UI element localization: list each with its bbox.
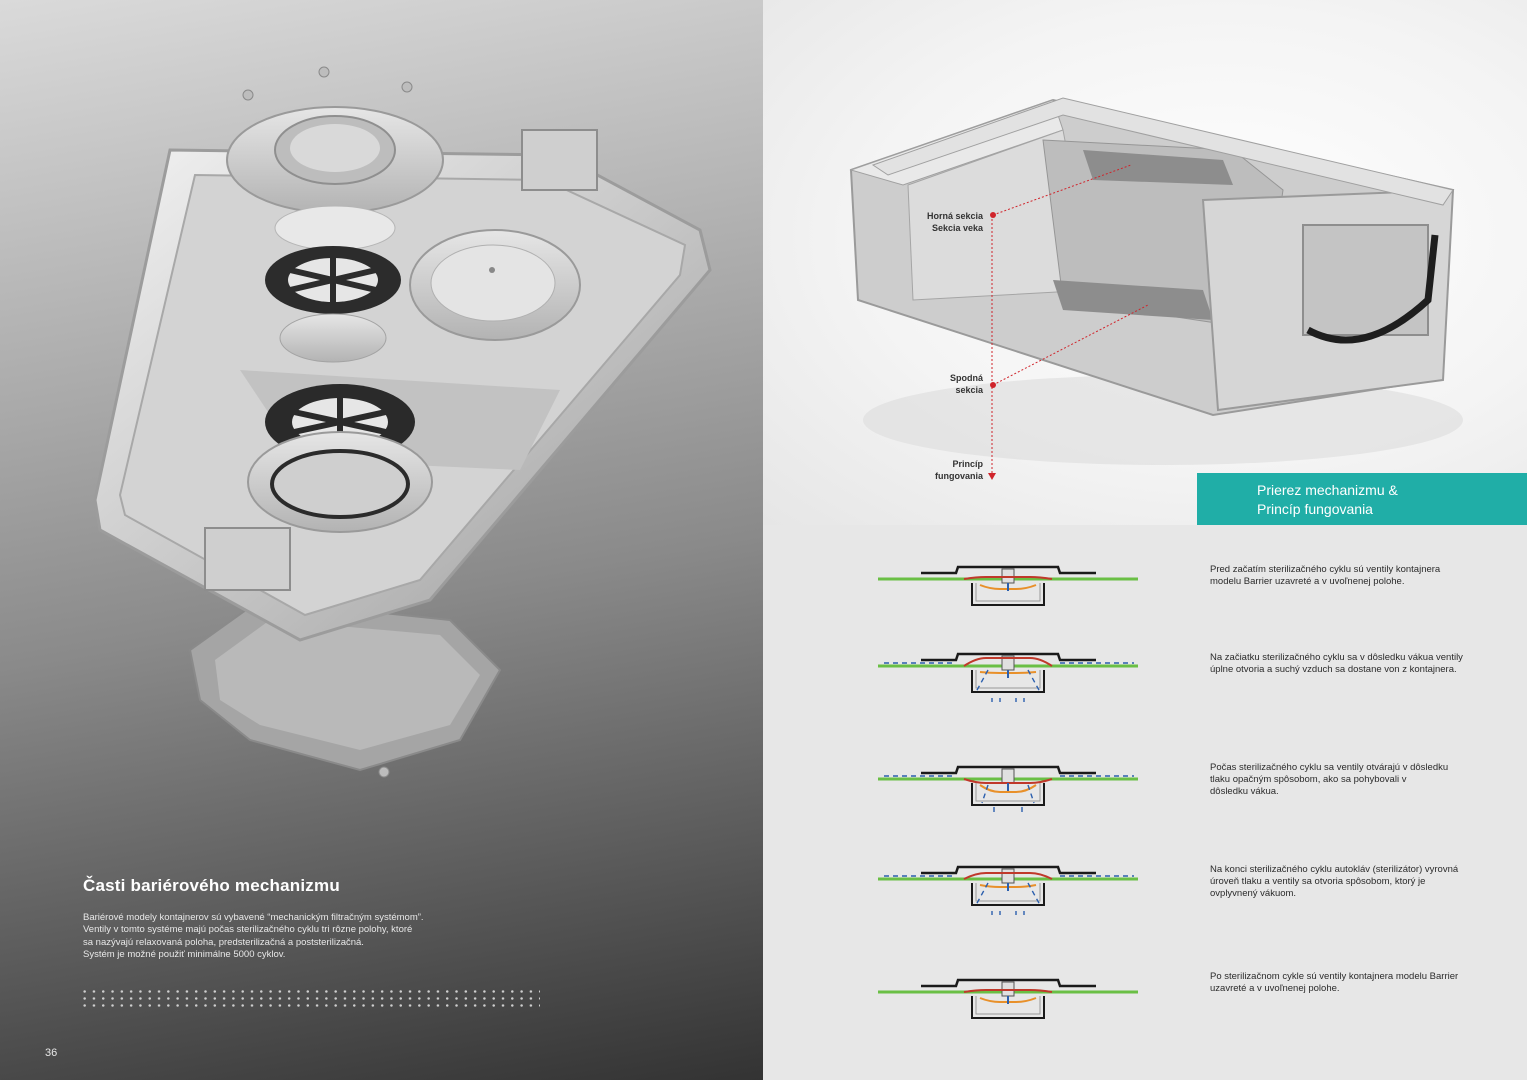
callout-text: Princíp [952, 459, 983, 469]
exploded-mechanism-illustration [93, 66, 712, 778]
left-page: Časti bariérového mechanizmu Bariérové m… [0, 0, 763, 1080]
callout-text: sekcia [955, 385, 983, 395]
step-line: Počas sterilizačného cyklu sa ventily ot… [1210, 762, 1449, 773]
step-line: Pred začatím sterilizačného cyklu sú ven… [1210, 564, 1441, 575]
step-line: Na začiatku sterilizačného cyklu sa v dô… [1210, 652, 1463, 663]
step-description: Na konci sterilizačného cyklu autokláv (… [1210, 864, 1458, 901]
callout-text: Spodná [950, 373, 983, 383]
container-cutaway-illustration [849, 97, 1463, 480]
body-line: Systém je možné použiť minimálne 5000 cy… [83, 949, 286, 961]
step-line: uzavreté a v uvoľnenej polohe. [1210, 983, 1340, 995]
step-line: úplne otvoria a suchý vzduch sa dostane … [1210, 664, 1457, 676]
callout-text: fungovania [934, 471, 983, 481]
step-line: dôsledku vákua. [1210, 786, 1279, 798]
valve-diagram-step-2 [878, 652, 1138, 702]
right-page-bottom [763, 525, 1527, 1080]
section-heading: Časti bariérového mechanizmu [83, 876, 340, 895]
step-description: Po sterilizačnom cykle sú ventily kontaj… [1210, 971, 1458, 995]
step-line: Po sterilizačnom cykle sú ventily kontaj… [1210, 971, 1459, 982]
step-line: ovplyvnený vákuom. [1210, 888, 1297, 900]
step-line: Na konci sterilizačného cyklu autokláv (… [1210, 864, 1459, 875]
callout-principle: Princíp fungovania [903, 458, 983, 482]
callout-text: Sekcia veka [931, 223, 983, 233]
body-line: Ventily v tomto systéme majú počas steri… [83, 924, 413, 936]
callout-text: Horná sekcia [926, 211, 983, 221]
valve-diagram-step-4 [878, 865, 1138, 915]
step-line: tlaku opačným spôsobom, ako sa pohyboval… [1210, 774, 1407, 786]
step-line: úroveň tlaku a ventily sa otvoria spôsob… [1210, 876, 1426, 888]
step-description: Pred začatím sterilizačného cyklu sú ven… [1210, 564, 1440, 588]
step-description: Počas sterilizačného cyklu sa ventily ot… [1210, 762, 1448, 799]
valve-diagram-step-1 [878, 565, 1138, 606]
decorative-dot-pattern [80, 988, 540, 1010]
page-number: 36 [45, 1047, 58, 1059]
body-line: Bariérové modely kontajnerov sú vybavené… [83, 912, 424, 923]
step-description: Na začiatku sterilizačného cyklu sa v dô… [1210, 652, 1463, 676]
section-body: Bariérové modely kontajnerov sú vybavené… [83, 912, 483, 962]
section-banner: Prierez mechanizmu & Princíp fungovania [1197, 473, 1527, 525]
valve-diagram-step-3 [878, 765, 1138, 813]
step-line: modelu Barrier uzavreté a v uvoľnenej po… [1210, 576, 1405, 588]
valve-diagram-step-5 [878, 978, 1138, 1019]
banner-line: Princíp fungovania [1257, 501, 1373, 517]
callout-bottom-section: Spodná sekcia [903, 372, 983, 396]
right-page-top: Horná sekcia Sekcia veka Spodná sekcia P… [763, 0, 1527, 525]
body-line: sa nazývajú relaxovaná poloha, predsteri… [83, 936, 364, 948]
callout-top-section: Horná sekcia Sekcia veka [903, 210, 983, 234]
banner-line: Prierez mechanizmu & [1257, 482, 1398, 498]
